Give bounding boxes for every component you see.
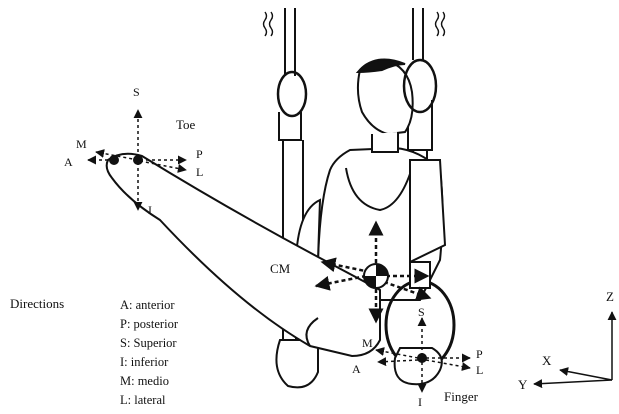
left-ring [278,72,306,116]
finger-superior-label: S [418,306,425,318]
legend-item-lateral: L: lateral [120,391,178,410]
finger-lateral-label: L [476,364,483,376]
legend-item-superior: S: Superior [120,334,178,353]
finger-posterior-label: P [476,348,483,360]
legend-list: A: anterior P: posterior S: Superior I: … [120,296,178,410]
legend-title: Directions [10,296,64,312]
axis-y-label: Y [518,378,527,391]
vibration-marks [264,12,445,36]
legend-item-inferior: I: inferior [120,353,178,372]
legend-item-posterior: P: posterior [120,315,178,334]
global-axes [534,312,612,384]
cm-target-icon [364,264,388,288]
finger-inferior-label: I [418,396,422,408]
finger-anterior-label: A [352,363,361,375]
toe-medio-label: M [76,138,87,150]
toe-posterior-label: P [196,148,203,160]
axis-z-label: Z [606,290,614,303]
axis-x-label: X [542,354,551,367]
finger-medio-label: M [362,337,373,349]
legend-item-medio: M: medio [120,372,178,391]
toe-lateral-label: L [196,166,203,178]
toe-label: Toe [176,118,195,131]
legend-item-anterior: A: anterior [120,296,178,315]
toe-superior-label: S [133,86,140,98]
right-arm [410,160,445,262]
finger-label: Finger [444,390,478,403]
cm-label: CM [270,262,290,275]
toe-point-b [133,155,143,165]
toe-point-a [109,155,119,165]
toe-inferior-label: I [148,204,152,216]
finger-point [417,353,427,363]
toe-anterior-label: A [64,156,73,168]
